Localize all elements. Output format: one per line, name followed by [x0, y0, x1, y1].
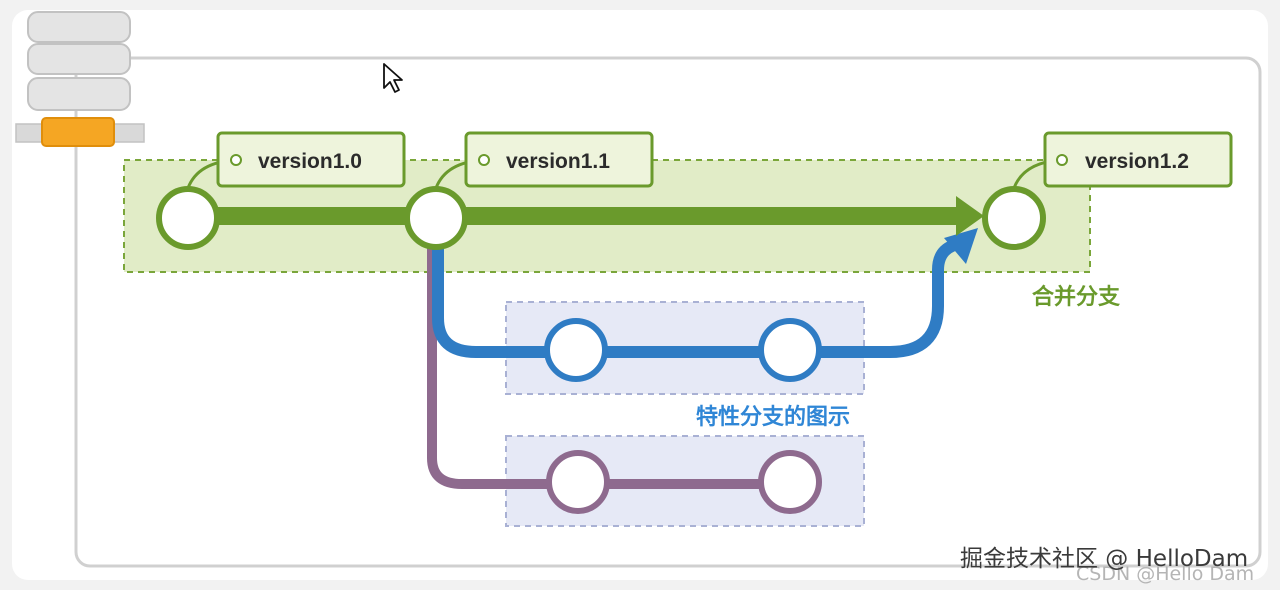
merge-commit	[982, 186, 1046, 250]
csdn-watermark: CSDN @Hello Dam	[1076, 563, 1254, 585]
master-commit-2	[404, 186, 468, 250]
feature-branch-caption: 特性分支的图示	[696, 404, 850, 430]
repository-frame	[74, 56, 1262, 568]
version-tag-label: version1.2	[1085, 150, 1189, 173]
master-commit-1	[156, 186, 220, 250]
second-branch-line	[427, 235, 797, 489]
second-branch-commit-1	[546, 450, 610, 514]
feature-branch-line	[432, 234, 958, 358]
database-server-icon	[15, 11, 145, 147]
version-tag-3: version1.2	[1043, 131, 1233, 188]
version-tag-2: version1.1	[464, 131, 654, 188]
juejin-watermark: 掘金技术社区 @ HelloDam	[960, 546, 1248, 572]
merge-arrowhead	[944, 228, 978, 264]
version-tag-label: version1.0	[258, 150, 362, 173]
mouse-pointer-icon	[383, 63, 403, 93]
version-tag-label: version1.1	[506, 150, 610, 173]
master-arrowhead	[956, 196, 984, 236]
second-branch-commit-2	[758, 450, 822, 514]
merge-branch-caption: 合并分支	[1032, 284, 1121, 310]
feature-commit-1	[544, 318, 608, 382]
version-tag-1: version1.0	[216, 131, 406, 188]
feature-commit-2	[758, 318, 822, 382]
